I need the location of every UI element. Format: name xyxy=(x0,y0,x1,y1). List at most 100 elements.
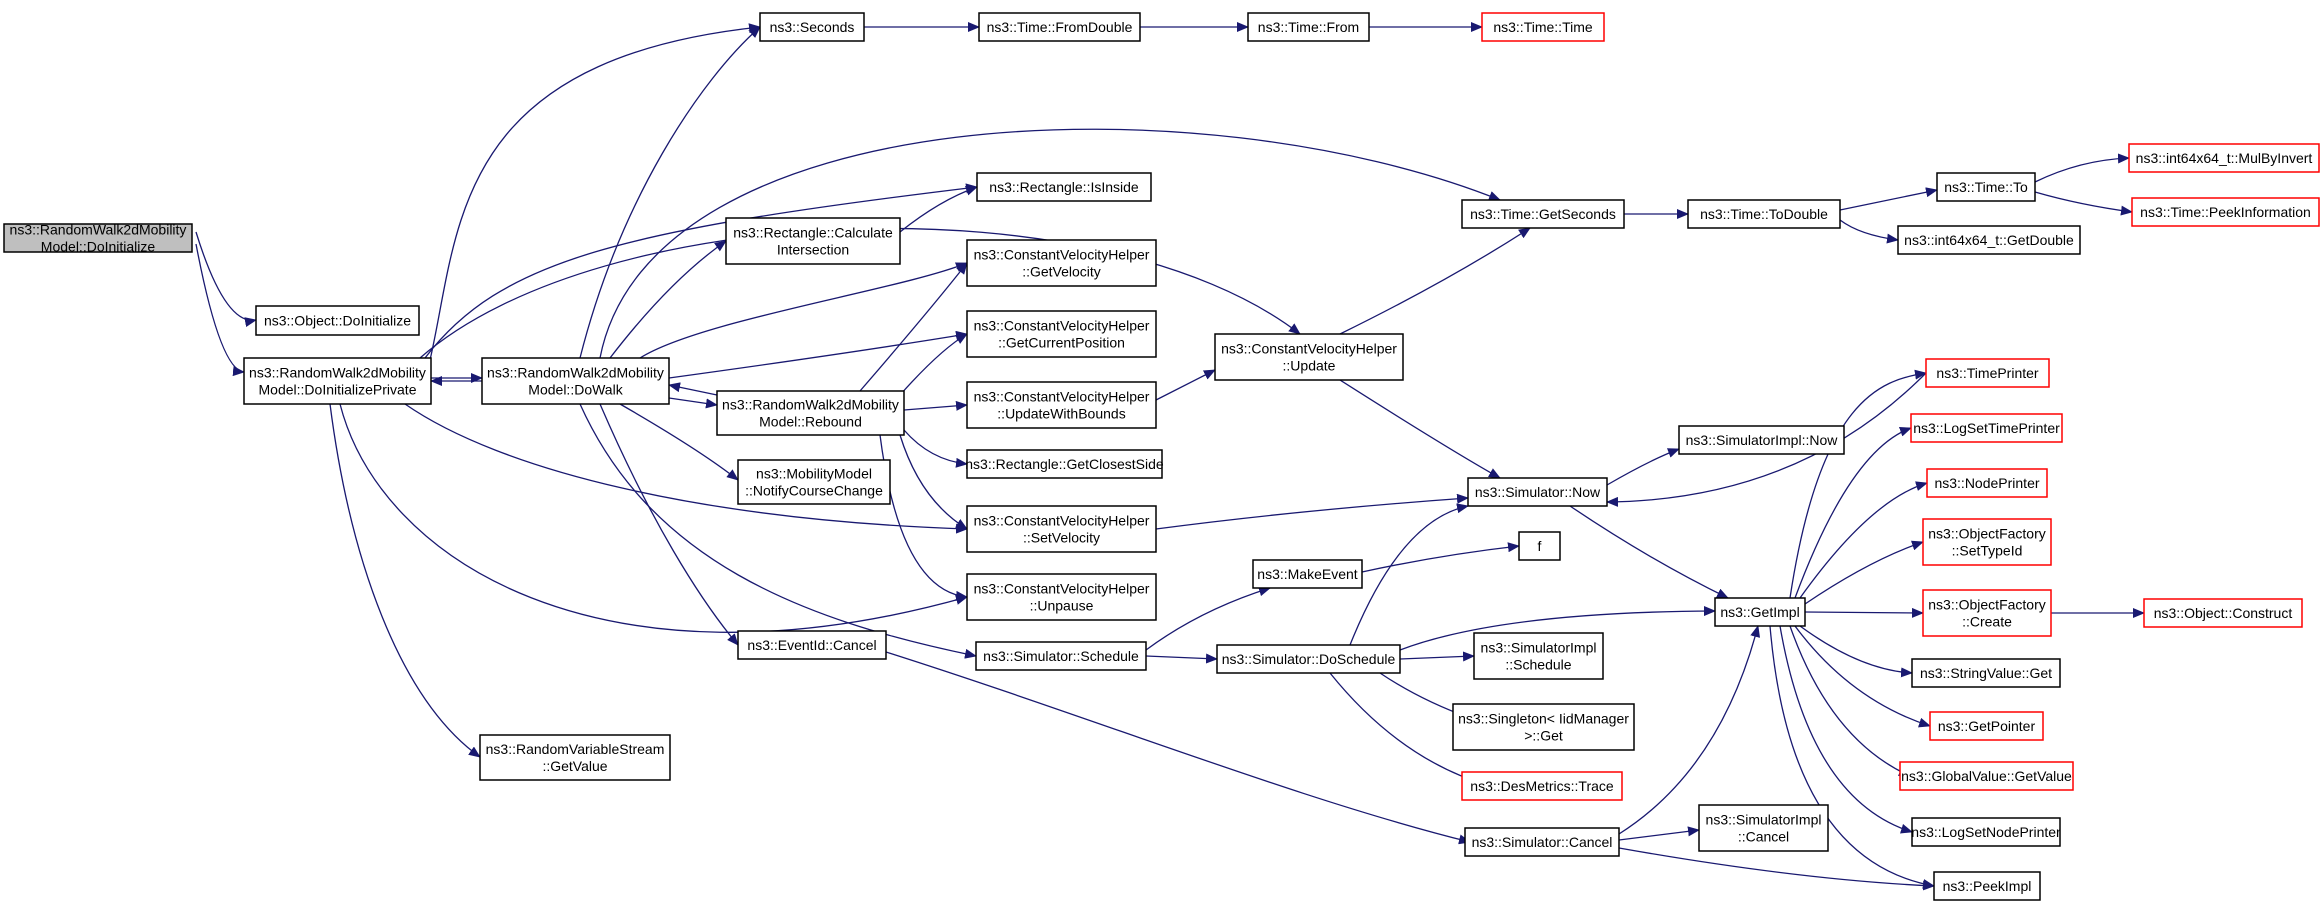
node-objconstruct[interactable]: ns3::Object::Construct xyxy=(2143,598,2303,628)
node-label: Model::DoInitializePrivate xyxy=(259,382,417,398)
edge-arrow xyxy=(1804,540,1924,605)
node-rvsget[interactable]: ns3::RandomVariableStream::GetValue xyxy=(479,734,671,781)
node-isinside[interactable]: ns3::Rectangle::IsInside xyxy=(976,172,1152,202)
node-box xyxy=(1933,871,2041,901)
edge-arrow xyxy=(899,333,968,396)
node-from[interactable]: ns3::Time::From xyxy=(1247,12,1370,42)
node-objinit[interactable]: ns3::Object::DoInitialize xyxy=(255,305,420,336)
node-unpause[interactable]: ns3::ConstantVelocityHelper::Unpause xyxy=(966,573,1157,621)
edge-doinitpriv-to-seconds xyxy=(429,23,761,361)
edge-doinitpriv-to-rvsget xyxy=(329,403,481,758)
node-simnow[interactable]: ns3::Simulator::Now xyxy=(1467,477,1608,507)
node-box xyxy=(1214,333,1404,381)
node-nodeprinter[interactable]: ns3::NodePrinter xyxy=(1926,468,2048,498)
node-label: ns3::GlobalValue::GetValue xyxy=(1901,768,2072,784)
node-f[interactable]: f xyxy=(1518,531,1561,561)
node-label: ::SetVelocity xyxy=(1023,530,1100,546)
edge-dowalk-to-getvel xyxy=(639,262,968,359)
node-getimpl[interactable]: ns3::GetImpl xyxy=(1714,597,1806,627)
edge-doinitpriv-to-setvel xyxy=(404,403,968,534)
node-setvel[interactable]: ns3::ConstantVelocityHelper::SetVelocity xyxy=(966,505,1157,553)
node-makeevent[interactable]: ns3::MakeEvent xyxy=(1252,559,1363,589)
node-box xyxy=(737,630,887,660)
edge-arrow xyxy=(404,403,968,534)
edge-updwb-to-update xyxy=(1155,369,1216,401)
edge-arrow xyxy=(1569,505,1729,599)
node-label: ns3::Object::Construct xyxy=(2154,605,2293,621)
node-update[interactable]: ns3::ConstantVelocityHelper::Update xyxy=(1214,333,1404,381)
node-desmetrics[interactable]: ns3::DesMetrics::Trace xyxy=(1461,771,1623,801)
edge-arrow xyxy=(339,403,968,633)
node-schedule[interactable]: ns3::Simulator::Schedule xyxy=(975,641,1147,671)
edge-todouble-to-int64get xyxy=(1839,219,1899,244)
node-label: Model::DoInitialize xyxy=(41,239,156,255)
node-getsec[interactable]: ns3::Time::GetSeconds xyxy=(1461,199,1625,229)
node-box xyxy=(1910,413,2063,443)
node-int64get[interactable]: ns3::int64x64_t::GetDouble xyxy=(1897,225,2081,255)
edge-setvel-to-simnow xyxy=(1155,493,1469,530)
node-root[interactable]: ns3::RandomWalk2dMobilityModel::DoInitia… xyxy=(3,222,193,255)
node-updwb[interactable]: ns3::ConstantVelocityHelper::UpdateWithB… xyxy=(966,381,1157,429)
node-box xyxy=(1216,644,1401,674)
node-mulbyinv[interactable]: ns3::int64x64_t::MulByInvert xyxy=(2128,143,2320,173)
node-box xyxy=(966,505,1157,553)
edge-arrow xyxy=(1799,625,1913,678)
node-evcancel[interactable]: ns3::EventId::Cancel xyxy=(737,630,887,660)
edge-arrow xyxy=(1399,606,1716,651)
node-peekinfo[interactable]: ns3::Time::PeekInformation xyxy=(2131,197,2320,227)
edge-arrow xyxy=(1799,481,1928,599)
edge-dowalk-to-rebound xyxy=(668,397,718,409)
node-label: ns3::LogSetTimePrinter xyxy=(1913,420,2060,436)
node-getcurpos[interactable]: ns3::ConstantVelocityHelper::GetCurrentP… xyxy=(966,310,1157,358)
edge-arrow xyxy=(1618,847,1935,891)
node-implcancel[interactable]: ns3::SimulatorImpl::Cancel xyxy=(1698,804,1829,852)
node-getvel[interactable]: ns3::ConstantVelocityHelper::GetVelocity xyxy=(966,239,1157,287)
node-label: ns3::GetPointer xyxy=(1938,718,2036,734)
node-peekimpl[interactable]: ns3::PeekImpl xyxy=(1933,871,2041,901)
node-notify[interactable]: ns3::MobilityModel::NotifyCourseChange xyxy=(737,459,891,505)
node-logsetnode[interactable]: ns3::LogSetNodePrinter xyxy=(1911,817,2061,847)
node-simcancel[interactable]: ns3::Simulator::Cancel xyxy=(1464,827,1620,857)
node-box xyxy=(1687,199,1841,229)
node-ofsettype[interactable]: ns3::ObjectFactory::SetTypeId xyxy=(1922,518,2052,566)
node-timeprinter[interactable]: ns3::TimePrinter xyxy=(1925,358,2050,388)
node-box xyxy=(1518,531,1561,561)
node-label: ns3::Time::Time xyxy=(1493,19,1593,35)
node-doinitpriv[interactable]: ns3::RandomWalk2dMobilityModel::DoInitia… xyxy=(243,357,432,405)
node-logsettime[interactable]: ns3::LogSetTimePrinter xyxy=(1910,413,2063,443)
edge-arrow xyxy=(2034,191,2133,216)
edge-update-to-getsec xyxy=(1339,227,1531,335)
edge-arrow xyxy=(1145,586,1271,651)
node-time[interactable]: ns3::Time::Time xyxy=(1481,12,1605,42)
node-label: ns3::ConstantVelocityHelper xyxy=(974,247,1150,263)
node-getpointer[interactable]: ns3::GetPointer xyxy=(1929,711,2044,741)
node-dosched[interactable]: ns3::Simulator::DoSchedule xyxy=(1216,644,1401,674)
edge-getimpl-to-timeprinter xyxy=(1789,369,1927,599)
node-implnow[interactable]: ns3::SimulatorImpl::Now xyxy=(1678,425,1845,455)
node-label: ns3::ConstantVelocityHelper xyxy=(1221,341,1397,357)
edge-arrow xyxy=(899,434,968,530)
edge-arrow xyxy=(579,403,977,659)
node-box xyxy=(1897,225,2081,255)
node-todouble[interactable]: ns3::Time::ToDouble xyxy=(1687,199,1841,229)
node-label: ns3::MakeEvent xyxy=(1257,566,1357,582)
node-box xyxy=(2143,598,2303,628)
node-fromdouble[interactable]: ns3::Time::FromDouble xyxy=(978,12,1141,42)
node-implsched[interactable]: ns3::SimulatorImpl::Schedule xyxy=(1473,632,1604,680)
node-to[interactable]: ns3::Time::To xyxy=(1936,172,2036,202)
node-label: ns3::SimulatorImpl xyxy=(1706,812,1822,828)
node-gvget[interactable]: ns3::GlobalValue::GetValue xyxy=(1899,761,2074,791)
node-strget[interactable]: ns3::StringValue::Get xyxy=(1911,658,2061,688)
node-singleton[interactable]: ns3::Singleton< IidManager>::Get xyxy=(1452,703,1635,751)
edge-to-to-mulbyinv xyxy=(2034,153,2130,183)
node-seconds[interactable]: ns3::Seconds xyxy=(759,12,865,42)
node-ofcreate[interactable]: ns3::ObjectFactory::Create xyxy=(1922,589,2052,637)
node-closest[interactable]: ns3::Rectangle::GetClosestSide xyxy=(965,449,1164,479)
edge-arrow xyxy=(885,651,1471,845)
node-box xyxy=(975,641,1147,671)
node-label: ns3::Simulator::Schedule xyxy=(983,648,1139,664)
